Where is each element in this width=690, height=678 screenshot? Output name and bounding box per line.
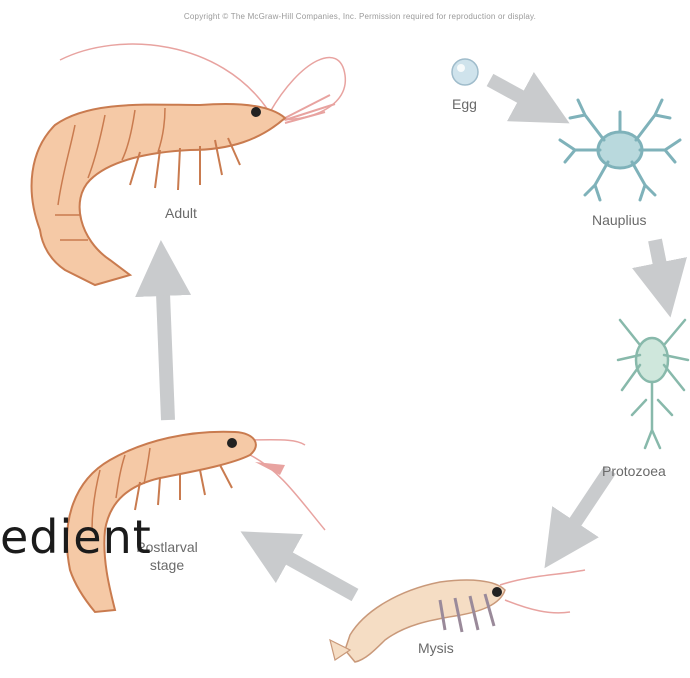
egg-label: Egg (452, 96, 477, 112)
mysis-label: Mysis (418, 640, 454, 656)
overlay-text: edient (0, 510, 152, 564)
arrow-mysis-to-postlarval (265, 545, 355, 595)
adult-shrimp-illustration (32, 44, 346, 285)
arrow-nauplius-to-protozoea (655, 240, 665, 290)
adult-label: Adult (165, 205, 197, 221)
nauplius-illustration (560, 100, 680, 200)
protozoea-illustration (618, 320, 688, 448)
arrow-protozoea-to-mysis (560, 470, 610, 545)
arrow-egg-to-nauplius (490, 80, 545, 110)
mysis-illustration (330, 570, 585, 662)
nauplius-label: Nauplius (592, 212, 646, 228)
egg-illustration (452, 59, 478, 85)
protozoea-label: Protozoea (602, 463, 666, 479)
arrow-postlarval-to-adult (162, 268, 168, 420)
